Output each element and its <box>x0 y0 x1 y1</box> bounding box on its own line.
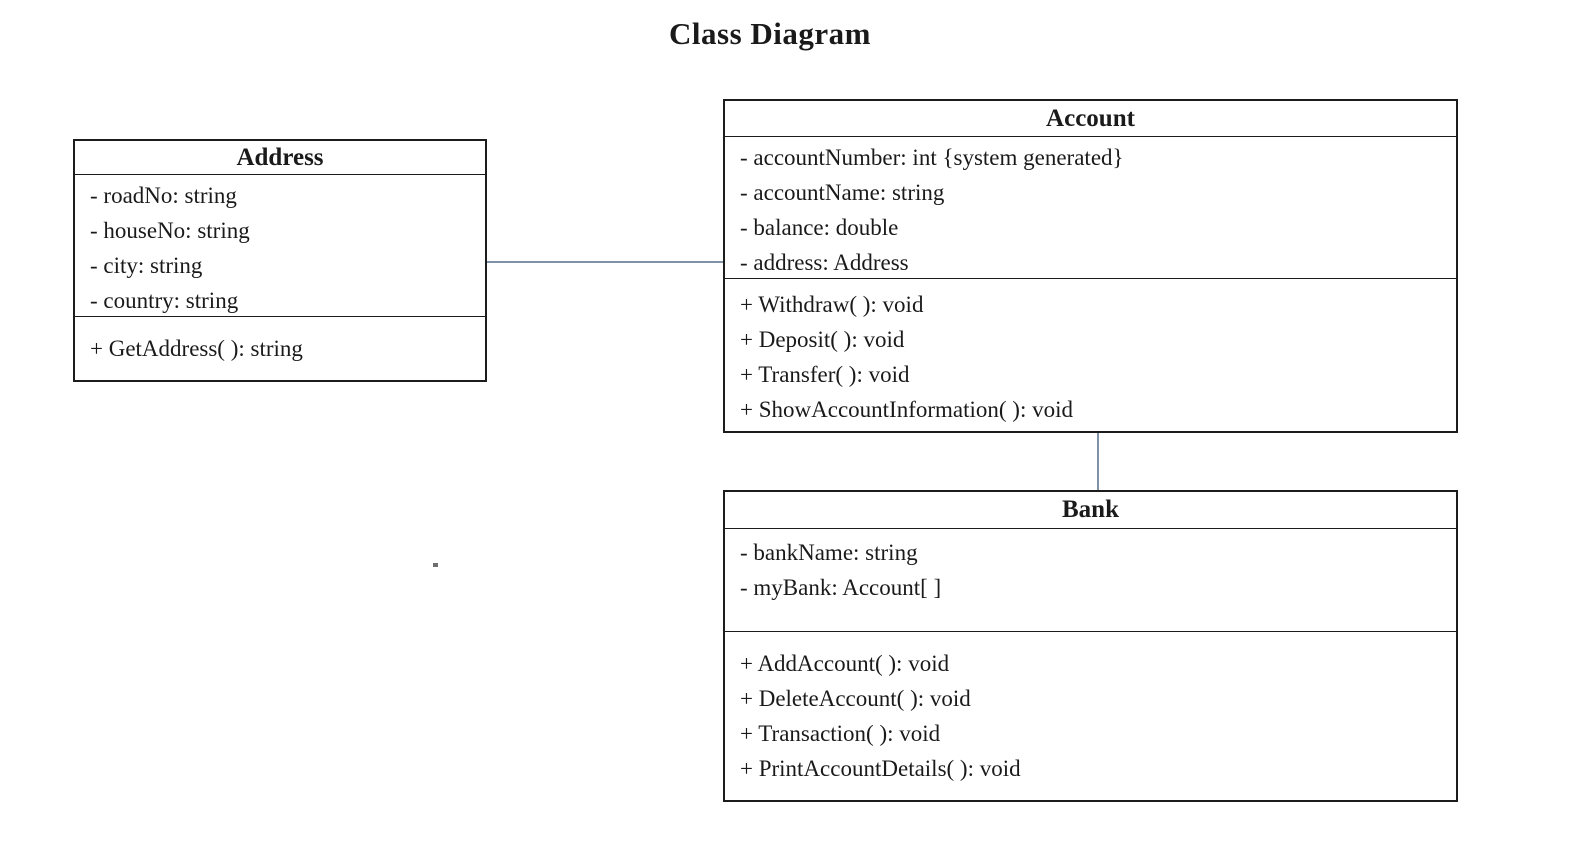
method-line: + ShowAccountInformation( ): void <box>740 397 1073 422</box>
attribute-line: - roadNo: string <box>90 183 237 208</box>
account-methods-compartment: + Withdraw( ): void + Deposit( ): void + T… <box>725 279 1456 431</box>
association-line-account-bank <box>1097 433 1099 490</box>
address-attributes-compartment: - roadNo: string - houseNo: string - city:… <box>75 175 485 317</box>
method-line: + Deposit( ): void <box>740 327 905 352</box>
address-methods-compartment: + GetAddress( ): string <box>75 317 485 380</box>
diagram-title: Class Diagram <box>669 16 871 51</box>
attribute-line: - city: string <box>90 253 203 278</box>
method-line: + Transaction( ): void <box>740 721 941 746</box>
method-line: + GetAddress( ): string <box>90 336 303 361</box>
stray-dot <box>433 563 438 567</box>
attribute-line: - country: string <box>90 288 239 313</box>
attribute-line: - address: Address <box>740 250 909 275</box>
method-line: + Withdraw( ): void <box>740 292 924 317</box>
class-box-address: Address - roadNo: string - houseNo: strin… <box>73 139 487 382</box>
attribute-line: - accountName: string <box>740 180 945 205</box>
method-line: + Transfer( ): void <box>740 362 910 387</box>
attribute-line: - myBank: Account[ ] <box>740 575 942 600</box>
class-name-bank: Bank <box>725 492 1456 529</box>
method-line: + DeleteAccount( ): void <box>740 686 971 711</box>
method-line: + AddAccount( ): void <box>740 651 950 676</box>
attribute-line: - bankName: string <box>740 540 918 565</box>
attribute-line: - balance: double <box>740 215 899 240</box>
class-name-account: Account <box>725 101 1456 137</box>
attribute-line: - accountNumber: int {system generated} <box>740 145 1124 170</box>
class-box-account: Account - accountNumber: int {system gen… <box>723 99 1458 433</box>
bank-attributes-compartment: - bankName: string - myBank: Account[ ] <box>725 529 1456 632</box>
account-attributes-compartment: - accountNumber: int {system generated} -… <box>725 137 1456 279</box>
bank-methods-compartment: + AddAccount( ): void + DeleteAccount( ):… <box>725 632 1456 800</box>
class-name-address: Address <box>75 141 485 175</box>
association-line-address-account <box>487 261 723 263</box>
class-box-bank: Bank - bankName: string - myBank: Account… <box>723 490 1458 802</box>
attribute-line: - houseNo: string <box>90 218 250 243</box>
method-line: + PrintAccountDetails( ): void <box>740 756 1021 781</box>
